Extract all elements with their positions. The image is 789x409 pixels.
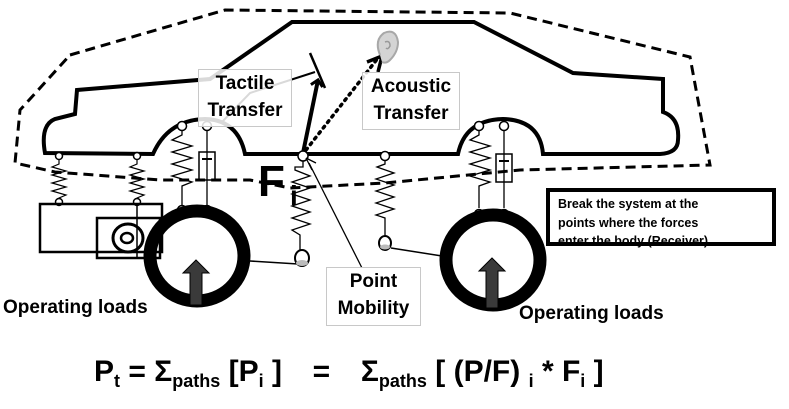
tactile-receiver-mark (308, 52, 327, 89)
point-mobility-label: Point Mobility (326, 267, 421, 326)
force-subscript: i (290, 182, 298, 210)
tactile-label-line2: Transfer (207, 100, 283, 121)
tactile-transfer-label: Tactile Transfer (198, 69, 292, 127)
force-label: F (258, 160, 285, 204)
bushing-left (294, 249, 310, 267)
point-mobility-line1: Point (349, 271, 398, 292)
force-symbol: F (258, 157, 285, 206)
note-line-1: Break the system at the (558, 197, 699, 211)
tactile-transfer-arrow (301, 80, 318, 154)
formula-sigma-1-sub: paths (172, 371, 221, 391)
engine-mount-springs (49, 160, 147, 201)
formula-lhs-sub: t (114, 371, 121, 391)
acoustic-label-line2: Transfer (373, 103, 449, 124)
formula-force-sub: i (580, 371, 586, 391)
acoustic-label-line1: Acoustic (370, 76, 452, 97)
formula-term1-close: ] (271, 355, 282, 388)
body-mount-points (54, 120, 510, 162)
operating-loads-left: Operating loads (3, 297, 148, 318)
formula-sigma-2-sub: paths (378, 371, 427, 391)
formula-sigma-1: Σ (154, 355, 173, 388)
formula-multiply: * (541, 355, 554, 388)
rear-chassis-spring (373, 160, 397, 236)
point-mobility-line2: Mobility (337, 298, 410, 319)
point-mobility-spring (289, 161, 313, 250)
operating-loads-right: Operating loads (519, 303, 664, 324)
up-arrow-icon (181, 259, 211, 306)
receiver-note: Break the system at the points where the… (546, 188, 776, 248)
formula-sigma-2: Σ (360, 355, 379, 388)
formula-term1-sub: i (258, 371, 264, 391)
system-boundary (13, 8, 712, 190)
tpa-formula: Pt = Σpaths [Pi ] = Σpaths [ (P/F) i * F… (94, 355, 604, 392)
note-line-3: enter the body (Receiver) (558, 234, 709, 248)
formula-force: F (561, 355, 581, 388)
acoustic-transfer-label: Acoustic Transfer (362, 72, 460, 130)
formula-term2-sub: i (528, 371, 534, 391)
formula-equals-2: = (312, 355, 331, 388)
up-arrow-icon (477, 257, 507, 309)
front-suspension (169, 131, 216, 208)
bushing-right (378, 235, 392, 251)
engine-block (38, 202, 164, 254)
formula-equals-1: = (128, 355, 146, 388)
formula-term1: [P (228, 355, 259, 388)
note-line-2: points where the forces (558, 215, 699, 230)
car-body-outline (41, 20, 681, 157)
formula-lhs: P (94, 355, 115, 388)
rear-suspension (467, 131, 513, 208)
point-mobility-leader (308, 162, 363, 269)
formula-term2: [ (P/F) (435, 355, 521, 388)
formula-term2-close: ] (593, 355, 604, 388)
ear-icon (376, 30, 400, 64)
force-subscript-text: i (290, 180, 298, 211)
tactile-label-line1: Tactile (215, 73, 275, 94)
